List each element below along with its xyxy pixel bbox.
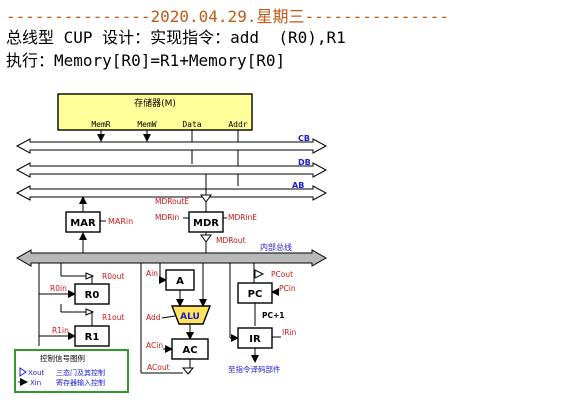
- bus-db-label: DB: [298, 158, 311, 167]
- legend-xin: Xin: [30, 379, 41, 387]
- mdr-out-e-gate: [200, 194, 212, 203]
- ac-label: AC: [182, 345, 197, 356]
- signal-legend: 控制信号图例 Xout 三态门及其控制 Xin 寄存器输入控制: [14, 349, 129, 393]
- memory-block: 存储器(M) MemR MemW Data Addr: [57, 93, 253, 131]
- legend-xout-desc: 三态门及其控制: [56, 368, 105, 377]
- bus-cb: CB: [15, 134, 328, 154]
- pc-plus-one-label: PC+1: [262, 311, 285, 320]
- r1-label: R1: [85, 332, 100, 343]
- ac-in-signal: ACin: [146, 341, 163, 350]
- a-in-signal: Ain: [146, 269, 158, 278]
- ir-label: IR: [249, 334, 261, 345]
- pc-in-signal: PCin: [279, 284, 296, 293]
- internal-bus-label: 内部总线: [260, 242, 292, 252]
- mdr-out-gate: [200, 234, 212, 243]
- mdr-register: MDR MDRoutE MDRin MDRinE MDRout: [155, 174, 257, 253]
- mar-register: MAR MARin: [65, 196, 133, 253]
- memory-port-addr: Addr: [228, 120, 247, 129]
- memory-box: [57, 93, 253, 131]
- legend-title: 控制信号图例: [40, 353, 85, 363]
- mdr-in-e-signal: MDRinE: [228, 213, 257, 222]
- alu-unit: ALU Add: [146, 263, 212, 340]
- alu-label: ALU: [180, 312, 200, 322]
- r0-label: R0: [85, 290, 100, 301]
- ac-register: AC ACin ACout: [146, 338, 209, 375]
- memory-port-memr: MemR: [91, 120, 110, 129]
- a-register: Ain A: [140, 263, 195, 374]
- bus-db: DB: [15, 158, 328, 178]
- r1-in-signal: R1in: [52, 326, 69, 335]
- mdr-out-e-signal: MDRoutE: [155, 197, 189, 206]
- mdr-out-signal: MDRout: [216, 236, 245, 245]
- ac-out-signal: ACout: [147, 363, 170, 372]
- mar-in-signal: MARin: [108, 217, 133, 226]
- internal-bus: 内部总线: [15, 242, 328, 267]
- execution-formula: 执行：Memory[R0]=R1+Memory[R0]: [6, 51, 286, 70]
- decoder-destination-label: 至指令译码部件: [228, 364, 281, 374]
- memory-port-memw: MemW: [137, 120, 156, 129]
- r0-in-signal: R0in: [50, 284, 67, 293]
- pc-out-signal: PCout: [271, 270, 293, 279]
- mdr-label: MDR: [193, 218, 219, 229]
- a-label: A: [176, 276, 184, 287]
- mdr-in-signal: MDRin: [155, 213, 180, 222]
- bus-ab: AB: [15, 181, 328, 201]
- date-header: ---------------2020.04.29.星期三-----------…: [6, 7, 449, 26]
- memory-port-data: Data: [182, 120, 201, 129]
- memory-title: 存储器(M): [134, 97, 176, 109]
- legend-xin-desc: 寄存器输入控制: [56, 378, 105, 387]
- ir-in-signal: IRin: [282, 328, 297, 337]
- legend-tri-gate-icon: [19, 367, 27, 377]
- memory-bus-links: [97, 130, 239, 186]
- mar-label: MAR: [70, 218, 96, 229]
- r1-out-signal: R1out: [102, 313, 124, 322]
- r0-register: R0out R0 R0in: [38, 263, 124, 346]
- add-signal: Add: [146, 313, 161, 322]
- instruction-description: 总线型 CUP 设计：实现指令：add (R0),R1: [6, 28, 346, 47]
- bus-cb-label: CB: [298, 134, 310, 143]
- r1-register: R1out R1 R1in: [39, 304, 124, 347]
- legend-xout: Xout: [28, 369, 45, 377]
- pc-label: PC: [248, 289, 263, 300]
- bus-ab-label: AB: [292, 181, 304, 190]
- pc-register: PCout PC PCin PC+1: [229, 263, 296, 338]
- r0-out-signal: R0out: [102, 272, 124, 281]
- ir-register: IR IRin 至指令译码部件: [228, 327, 297, 374]
